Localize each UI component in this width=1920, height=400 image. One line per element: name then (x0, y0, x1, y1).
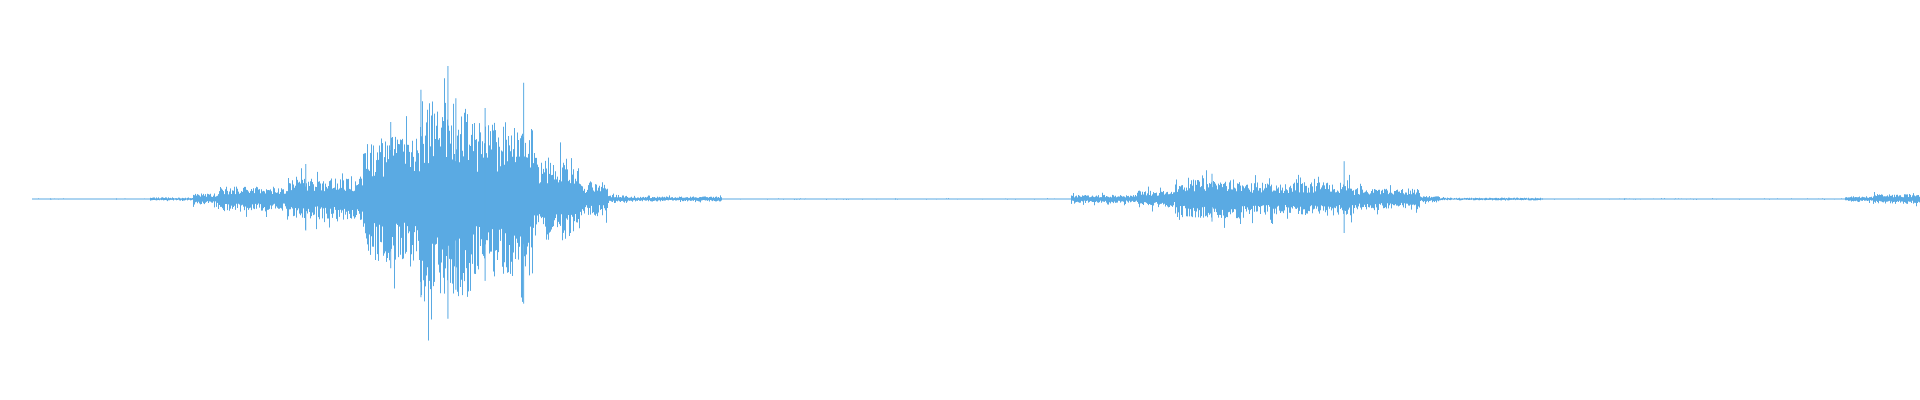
waveform-samples (32, 66, 1920, 341)
